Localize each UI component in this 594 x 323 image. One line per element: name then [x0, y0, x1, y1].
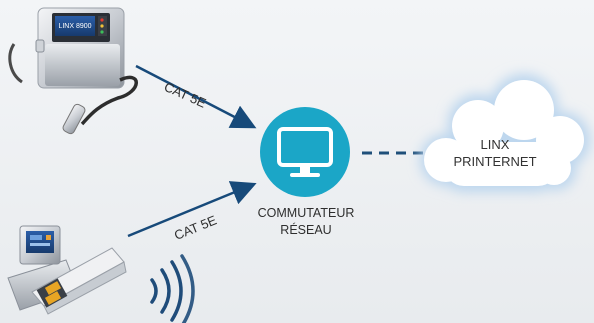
- inkjet-printer-icon: LINX 8900: [8, 7, 138, 135]
- switch-label-line2: RÉSEAU: [280, 223, 332, 237]
- cloud-label-line2: PRINTERNET: [453, 154, 537, 169]
- wifi-waves-icon: [150, 254, 195, 323]
- cloud-icon: [420, 74, 590, 192]
- cloud-label: LINX PRINTERNET: [430, 136, 560, 170]
- printer-screen-text: LINX 8900: [58, 23, 91, 30]
- monitor-icon: [277, 127, 333, 177]
- cloud-label-line1: LINX: [480, 137, 510, 152]
- switch-label-line1: COMMUTATEUR: [257, 206, 355, 220]
- switch-label: COMMUTATEUR RÉSEAU: [246, 205, 366, 239]
- network-switch-node: [260, 107, 350, 197]
- bottom-cable-arrow: [127, 181, 257, 238]
- top-cable-arrow: [135, 64, 257, 129]
- laser-coder-icon: [7, 225, 127, 315]
